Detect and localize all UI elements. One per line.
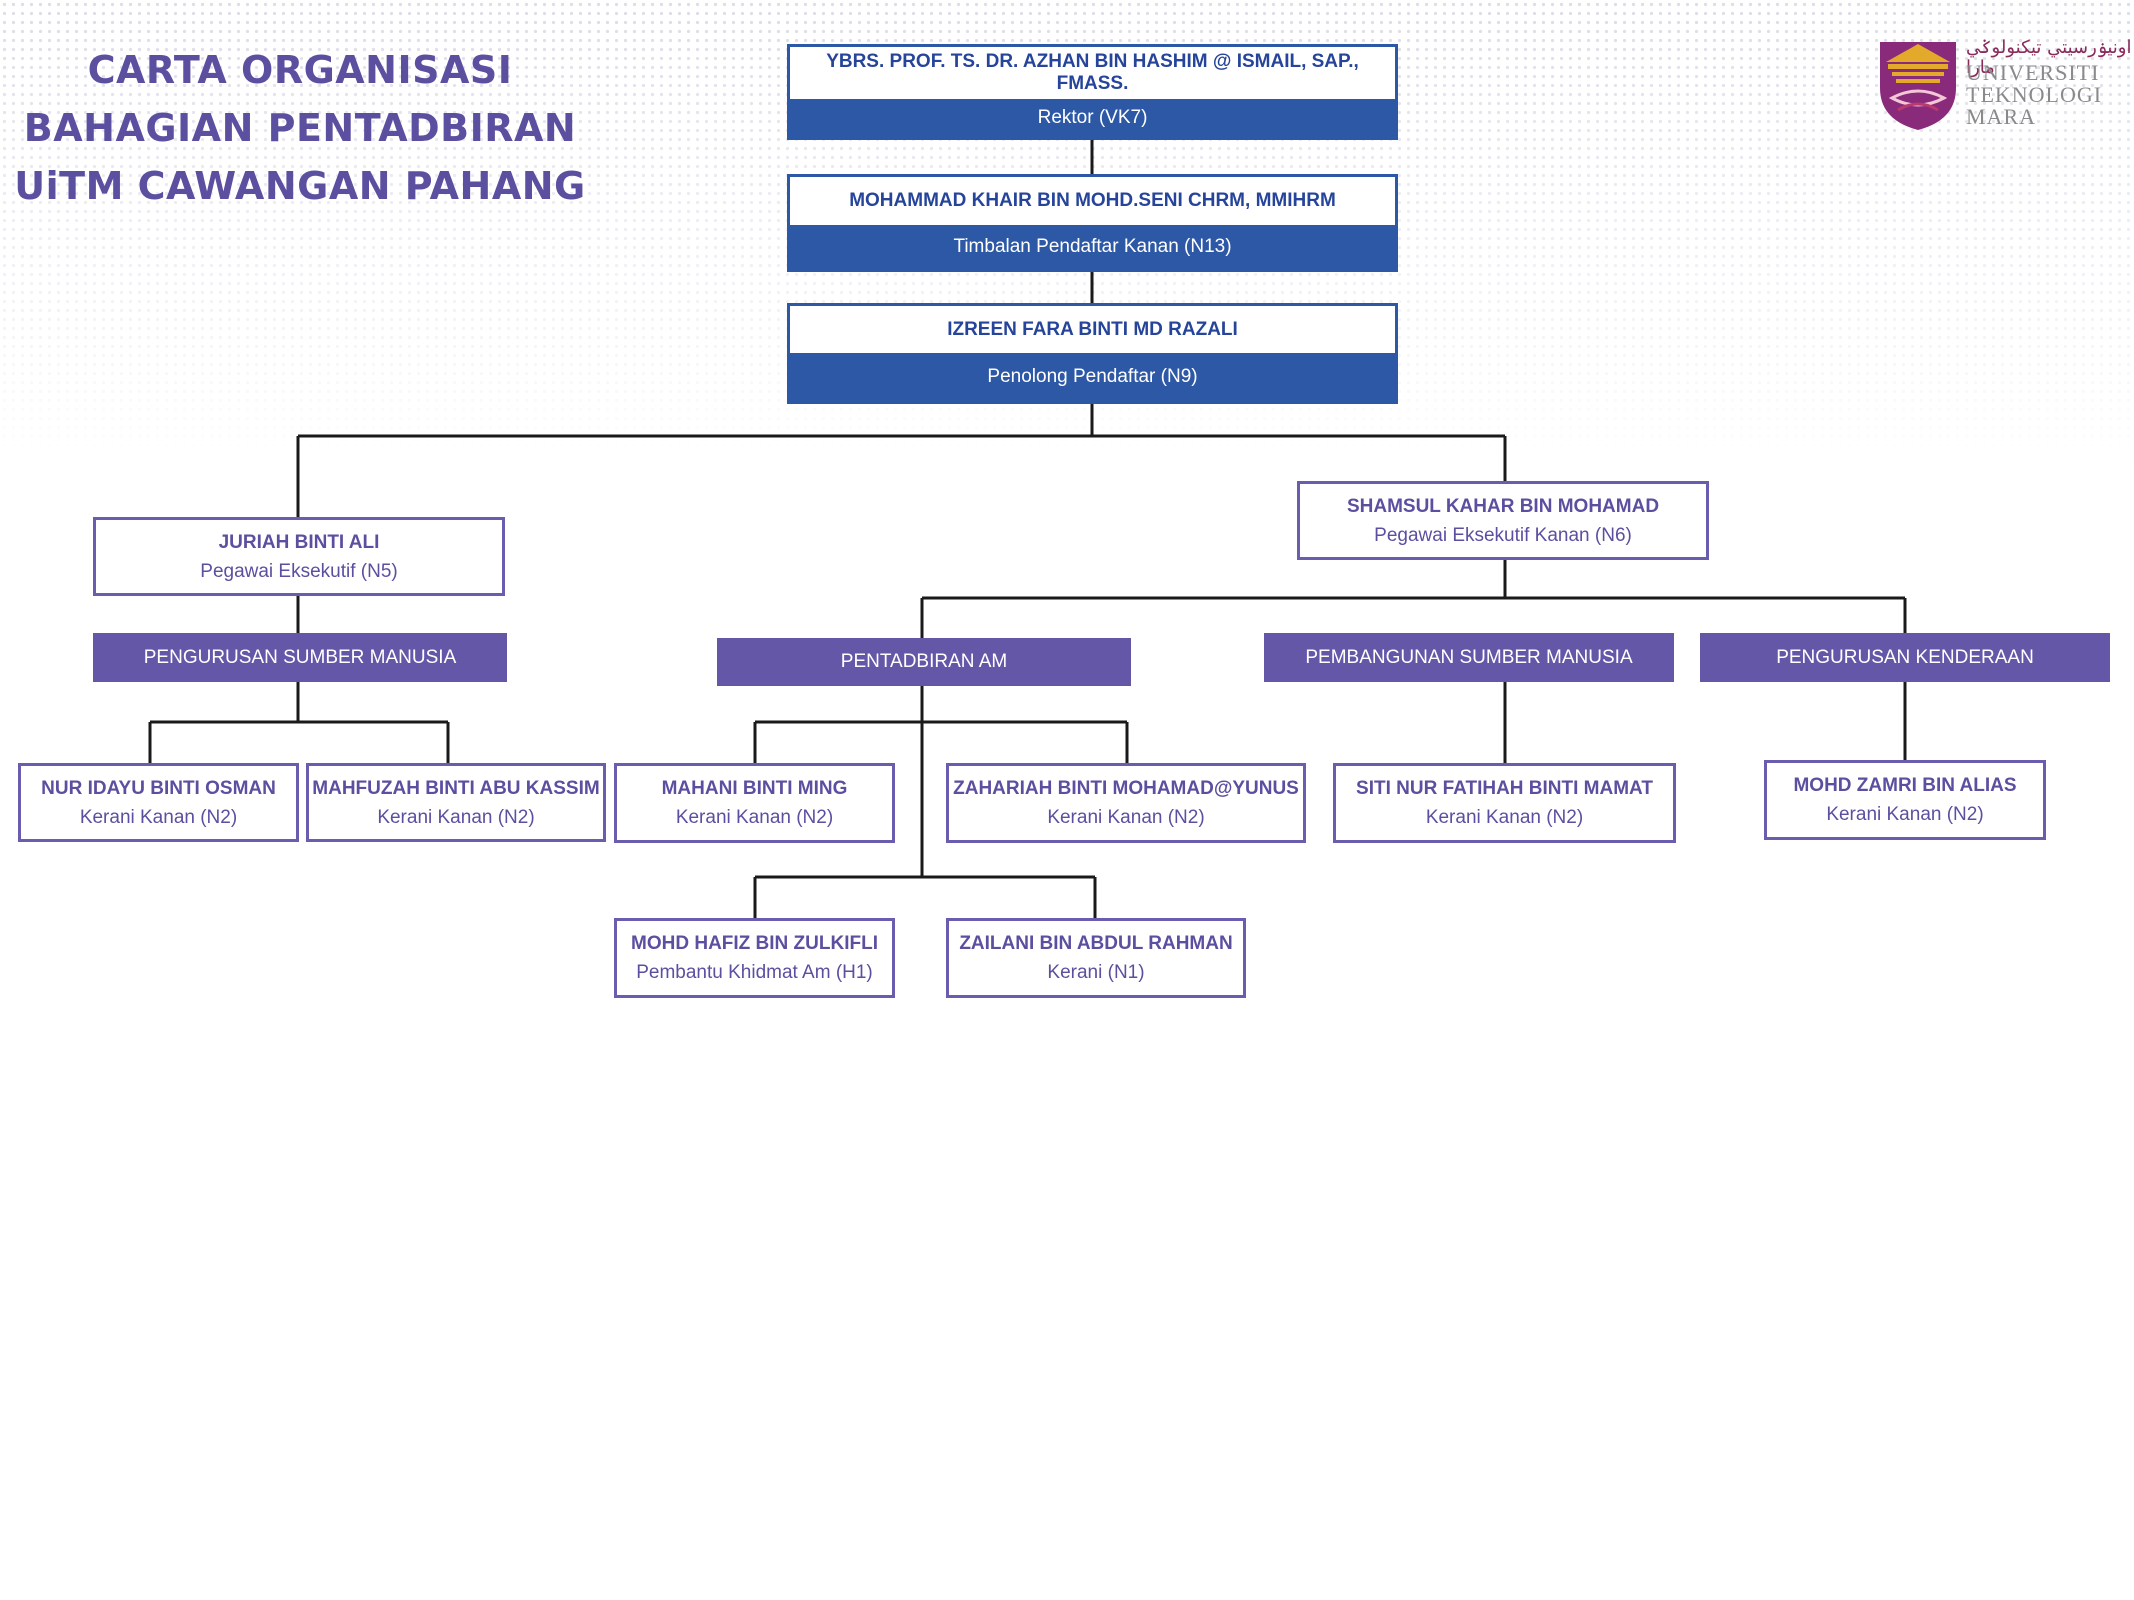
staff-role: Kerani Kanan (N2)	[1826, 804, 1984, 825]
staff-box: NUR IDAYU BINTI OSMAN Kerani Kanan (N2)	[18, 763, 299, 842]
staff-role: Kerani Kanan (N2)	[79, 806, 238, 828]
staff-box: MAHFUZAH BINTI ABU KASSIM Kerani Kanan (…	[306, 763, 606, 842]
uitm-logo-icon	[1880, 42, 1956, 130]
officer-box-shamsul: SHAMSUL KAHAR BIN MOHAMAD Pegawai Ekseku…	[1297, 481, 1709, 560]
logo-line-2: TEKNOLOGI	[1966, 82, 2103, 107]
staff-role: Kerani Kanan (N2)	[675, 807, 834, 828]
penolong-pendaftar-name: IZREEN FARA BINTI MD RAZALI	[790, 306, 1395, 353]
logo-line-1: UNIVERSITI	[1966, 60, 2100, 85]
staff-name: ZAHARIAH BINTI MOHAMAD@YUNUS	[953, 778, 1299, 799]
staff-role: Kerani Kanan (N2)	[377, 806, 535, 828]
officer-box-juriah: JURIAH BINTI ALI Pegawai Eksekutif (N5)	[93, 517, 505, 596]
staff-role: Kerani Kanan (N2)	[1425, 807, 1584, 828]
staff-name: MOHD HAFIZ BIN ZULKIFLI	[631, 933, 878, 954]
page-title-line-1: CARTA ORGANISASI	[87, 48, 513, 92]
logo-arabic-text: اونيۏرسيتي تيكنولوݢي مارا	[1966, 37, 2132, 78]
penolong-pendaftar-role: Penolong Pendaftar (N9)	[790, 353, 1395, 401]
staff-name: NUR IDAYU BINTI OSMAN	[41, 777, 276, 799]
page-title-line-3: UiTM CAWANGAN PAHANG	[14, 164, 586, 208]
page-title-line-2: BAHAGIAN PENTADBIRAN	[23, 106, 577, 150]
staff-role: Kerani Kanan (N2)	[1047, 807, 1205, 828]
officer-name: SHAMSUL KAHAR BIN MOHAMAD	[1346, 495, 1660, 517]
rektor-role: Rektor (VK7)	[790, 99, 1395, 137]
staff-box: MOHD HAFIZ BIN ZULKIFLI Pembantu Khidmat…	[614, 918, 895, 998]
unit-pembangunan-sumber-manusia: PEMBANGUNAN SUMBER MANUSIA	[1264, 633, 1674, 682]
officer-role: Pegawai Eksekutif Kanan (N6)	[1374, 524, 1632, 546]
timbalan-pendaftar-role: Timbalan Pendaftar Kanan (N13)	[790, 225, 1395, 269]
staff-role: Pembantu Khidmat Am (H1)	[636, 962, 873, 983]
staff-name: MOHD ZAMRI BIN ALIAS	[1793, 775, 2017, 796]
penolong-pendaftar-box: IZREEN FARA BINTI MD RAZALI Penolong Pen…	[787, 303, 1398, 404]
staff-box: MAHANI BINTI MING Kerani Kanan (N2)	[614, 763, 895, 843]
unit-pengurusan-sumber-manusia: PENGURUSAN SUMBER MANUSIA	[93, 633, 507, 682]
unit-pentadbiran-am: PENTADBIRAN AM	[717, 638, 1131, 686]
timbalan-pendaftar-box: MOHAMMAD KHAIR BIN MOHD.SENI CHRM, MMIHR…	[787, 174, 1398, 272]
timbalan-pendaftar-name: MOHAMMAD KHAIR BIN MOHD.SENI CHRM, MMIHR…	[790, 177, 1395, 225]
staff-name: MAHFUZAH BINTI ABU KASSIM	[312, 777, 600, 799]
staff-box: ZAILANI BIN ABDUL RAHMAN Kerani (N1)	[946, 918, 1246, 998]
staff-name: SITI NUR FATIHAH BINTI MAMAT	[1356, 778, 1653, 799]
staff-box: MOHD ZAMRI BIN ALIAS Kerani Kanan (N2)	[1764, 760, 2046, 840]
officer-role: Pegawai Eksekutif (N5)	[200, 560, 398, 582]
staff-box: SITI NUR FATIHAH BINTI MAMAT Kerani Kana…	[1333, 763, 1676, 843]
staff-name: MAHANI BINTI MING	[661, 778, 848, 799]
logo-wordmark: UNIVERSITI TEKNOLOGI MARA	[1966, 62, 2102, 128]
rektor-name: YBRS. PROF. TS. DR. AZHAN BIN HASHIM @ I…	[790, 47, 1395, 99]
staff-box: ZAHARIAH BINTI MOHAMAD@YUNUS Kerani Kana…	[946, 763, 1306, 843]
unit-pengurusan-kenderaan: PENGURUSAN KENDERAAN	[1700, 633, 2110, 682]
logo-line-3: MARA	[1966, 104, 2037, 129]
staff-name: ZAILANI BIN ABDUL RAHMAN	[959, 933, 1233, 954]
rektor-box: YBRS. PROF. TS. DR. AZHAN BIN HASHIM @ I…	[787, 44, 1398, 140]
officer-name: JURIAH BINTI ALI	[218, 531, 380, 553]
staff-role: Kerani (N1)	[1047, 962, 1145, 983]
